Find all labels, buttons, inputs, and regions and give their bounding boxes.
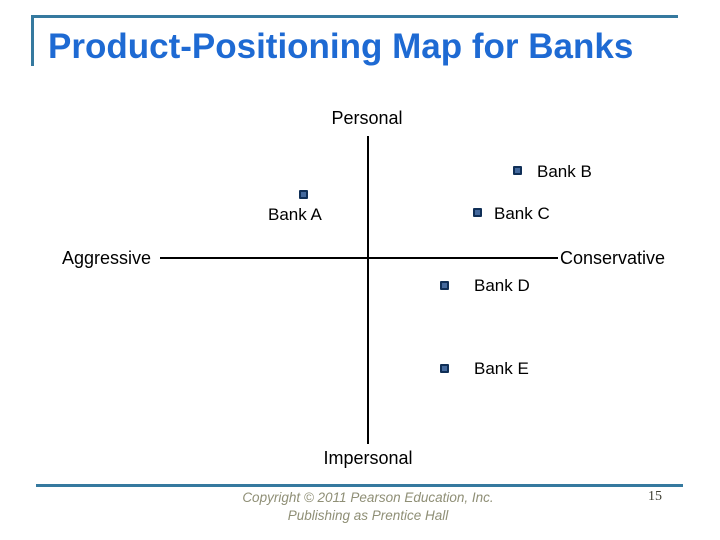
- point-label: Bank C: [494, 204, 550, 223]
- axis-label-aggressive: Aggressive: [62, 248, 152, 268]
- axis-label-impersonal: Impersonal: [323, 448, 413, 468]
- point-marker: [513, 166, 522, 175]
- point-marker: [440, 364, 449, 373]
- copyright-line-2: Publishing as Prentice Hall: [287, 508, 449, 523]
- point-marker: [473, 208, 482, 217]
- axis-label-personal: Personal: [331, 108, 403, 128]
- point-label: Bank D: [474, 276, 530, 295]
- footer-rule: [36, 484, 683, 487]
- slide-title: Product-Positioning Map for Banks: [48, 27, 634, 66]
- vertical-axis-line: [367, 136, 369, 444]
- horizontal-axis-line: [160, 257, 558, 259]
- point-label: Bank B: [537, 162, 592, 181]
- point-marker: [440, 281, 449, 290]
- page-number: 15: [648, 489, 662, 504]
- axis-label-conservative: Conservative: [560, 248, 666, 268]
- point-label: Bank E: [474, 359, 529, 378]
- title-left-rule: [31, 15, 34, 66]
- point-marker: [299, 190, 308, 199]
- copyright-line-1: Copyright © 2011 Pearson Education, Inc.: [242, 490, 494, 505]
- copyright-text: Copyright © 2011 Pearson Education, Inc.…: [188, 489, 548, 525]
- point-label: Bank A: [268, 205, 322, 224]
- title-top-rule: [31, 15, 678, 18]
